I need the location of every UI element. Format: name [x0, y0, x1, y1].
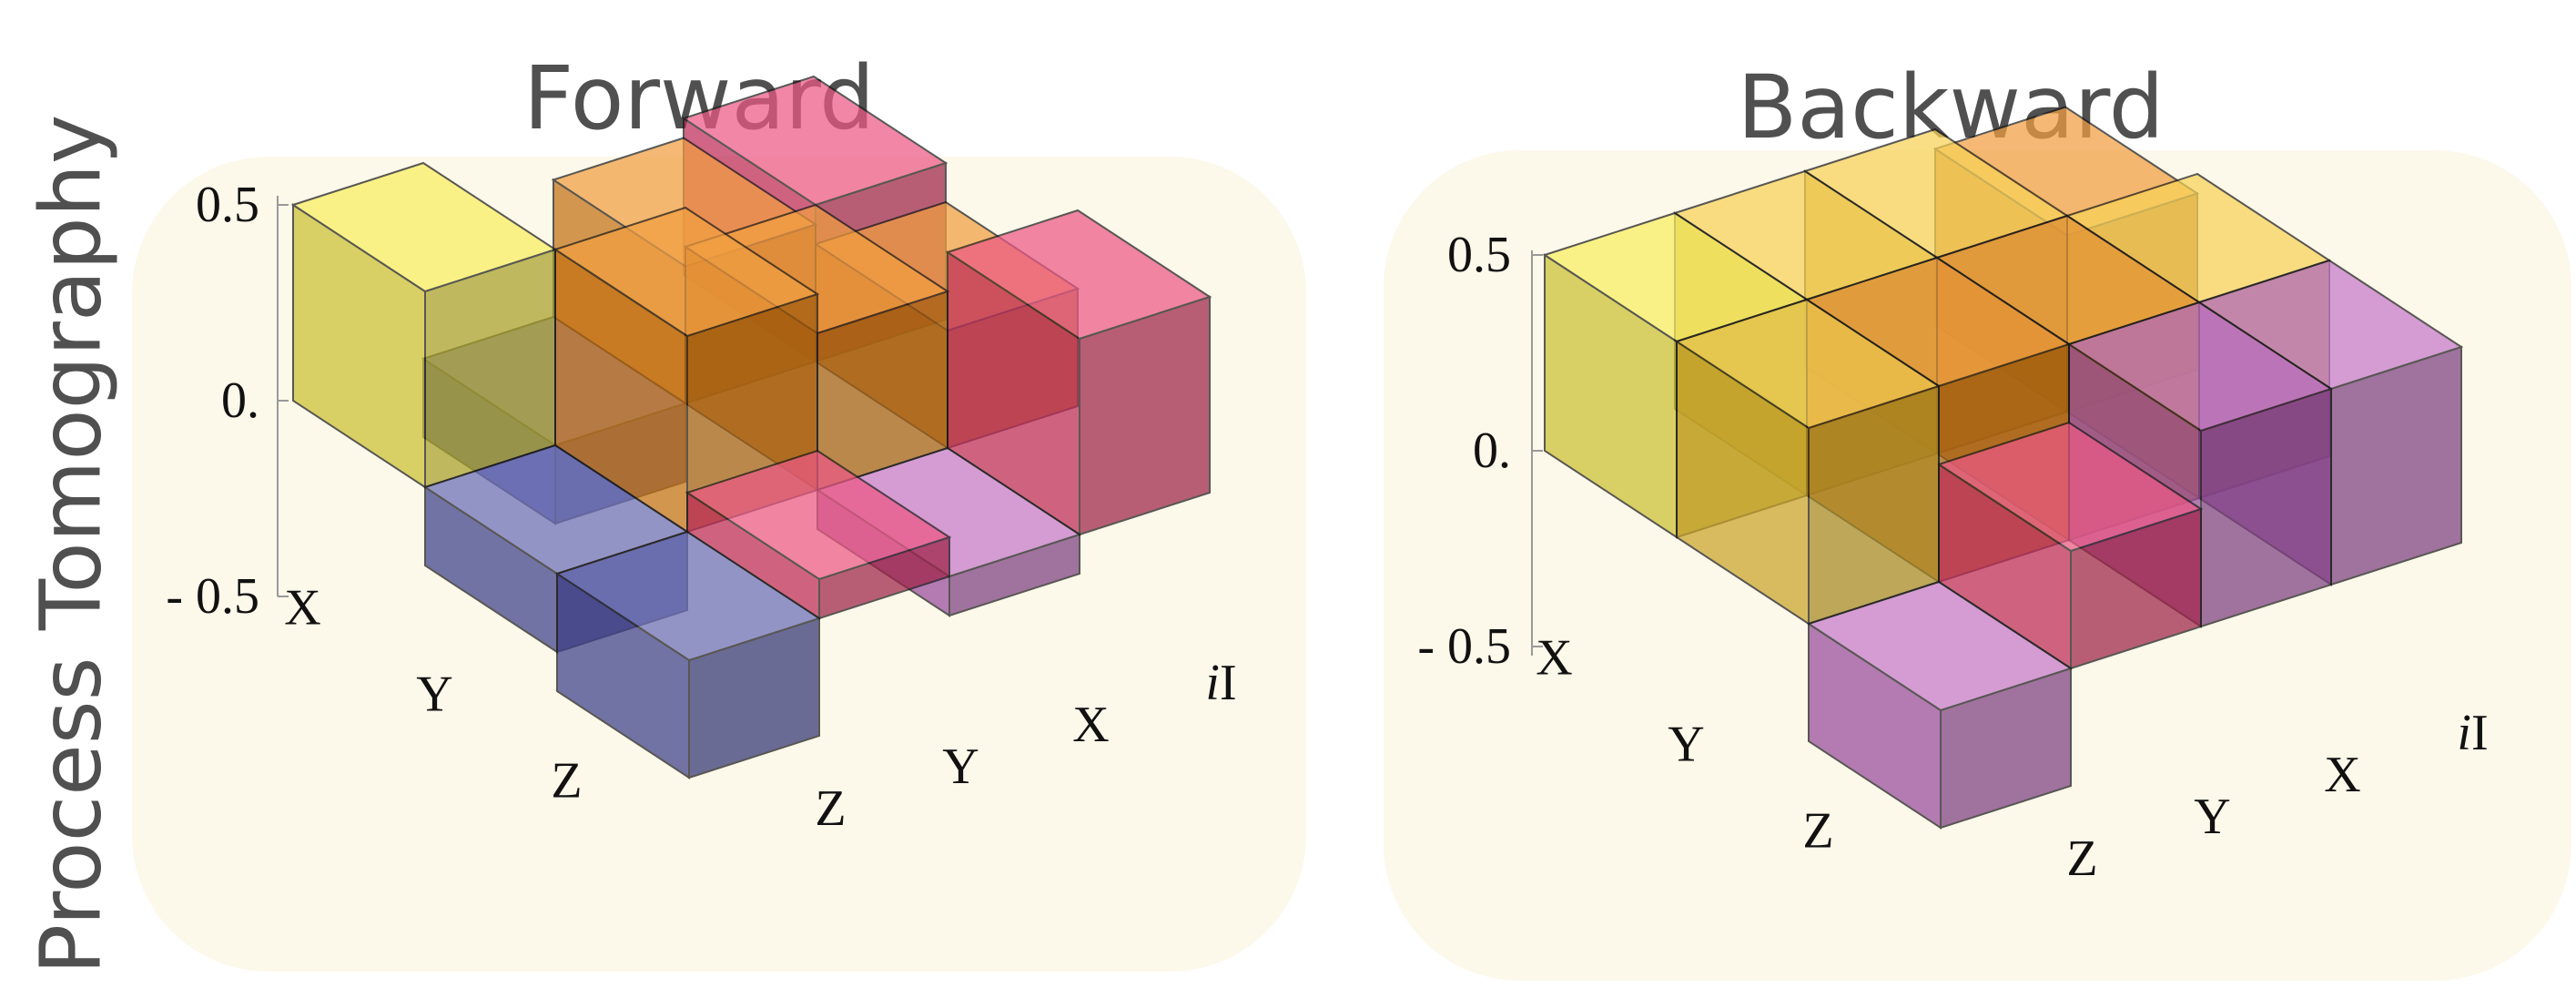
column-tick-label: X: [1072, 697, 1109, 753]
bar-top-face: [2066, 300, 2334, 433]
bar-top-face: [554, 530, 822, 662]
column-tick-label: Z: [815, 780, 846, 837]
bar-top-face: [553, 206, 820, 338]
z-tick-label: 0.: [221, 372, 259, 429]
bar-Z-Z: [1806, 580, 2074, 830]
column-tick-label: Y: [942, 738, 979, 795]
row-tick-label: X: [1536, 630, 1572, 687]
bar-Z-Z: [554, 530, 822, 779]
bar-top-face: [681, 75, 948, 207]
z-tick-label: - 0.5: [166, 568, 259, 625]
column-tick-label: iI: [1205, 655, 1236, 711]
bar-top-face: [945, 209, 1212, 341]
column-tick-label: iI: [2457, 705, 2488, 761]
row-tick-label: X: [284, 580, 320, 637]
bar-top-face: [1936, 421, 2204, 553]
z-tick-label: 0.5: [1447, 227, 1511, 283]
column-tick-label: X: [2324, 747, 2360, 803]
bar-top-face: [685, 449, 952, 581]
z-tick-label: 0.5: [196, 177, 259, 233]
bar-X-Z: [290, 161, 558, 489]
bar-top-face: [1674, 298, 1942, 430]
column-tick-label: Y: [2194, 789, 2230, 845]
bar-Y-Z: [1674, 298, 1942, 626]
column-tick-label: Z: [2066, 830, 2097, 887]
bar-Z-Y: [1936, 421, 2204, 670]
z-tick-label: 0.: [1473, 423, 1511, 479]
row-tick-label: Z: [1802, 803, 1833, 860]
row-tick-label: Y: [416, 667, 452, 723]
bar-top-face: [1806, 580, 2074, 712]
bar-Z-iI: [945, 209, 1212, 536]
row-tick-label: Z: [551, 753, 582, 810]
bar-Z-Y: [685, 449, 952, 620]
row-tick-label: Y: [1668, 717, 1704, 773]
z-tick-label: - 0.5: [1417, 618, 1511, 675]
bar-top-face: [290, 161, 558, 293]
